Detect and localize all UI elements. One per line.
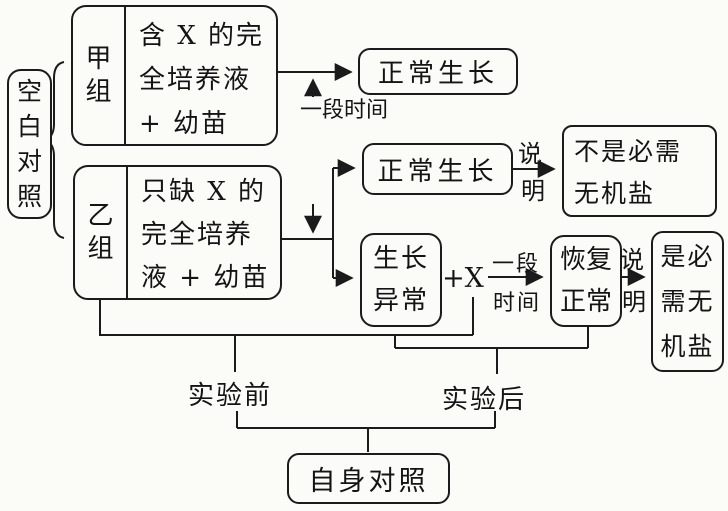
recover-normal-line: 恢复 (559, 245, 612, 275)
not-essential-line: 无机盐 (574, 179, 656, 208)
recover-normal-box: 恢复 正常 (550, 235, 622, 327)
group-a-name: 甲组 (85, 43, 112, 107)
not-essential-box: 不是必需 无机盐 (562, 125, 717, 217)
essential-line: 机盐 (660, 332, 715, 361)
period-of-time-vertical-label: 一段时间 (300, 98, 389, 123)
group-b-content-line: 完全培养 (141, 220, 254, 250)
before-experiment-label: 实验前 (188, 381, 273, 411)
group-b-box: 乙组 只缺 X 的 完全培养 液 + 幼苗 (73, 165, 282, 300)
group-a-content-line: 含 X 的完 (139, 21, 265, 51)
essential-box: 是必 需无 机盐 (651, 231, 724, 372)
after-experiment-label: 实验后 (442, 385, 527, 415)
period2-bottom-label: 时间 (492, 291, 541, 316)
abnormal-growth-line: 异常 (372, 286, 429, 316)
normal-growth-b-label: 正常生长 (377, 156, 498, 187)
group-b-content: 只缺 X 的 完全培养 液 + 幼苗 (128, 167, 280, 298)
recover-normal-line: 正常 (559, 287, 612, 317)
self-control-label: 自身对照 (308, 466, 429, 497)
group-a-content-line: 全培养液 (139, 65, 252, 95)
normal-growth-a-box: 正常生长 (358, 48, 518, 95)
period2-top-label: 一段 (491, 252, 540, 277)
group-a-content-line: + 幼苗 (139, 109, 230, 139)
explain1-top-label: 说 (518, 140, 542, 168)
explain1-bottom-label: 明 (521, 177, 545, 205)
group-b-name-cell: 乙组 (75, 167, 128, 298)
blank-control-box: 空白对照 (7, 69, 52, 219)
abnormal-growth-line: 生长 (372, 244, 429, 274)
essential-line: 是必 (660, 242, 715, 271)
normal-growth-a-label: 正常生长 (377, 59, 498, 89)
group-b-content-line: 只缺 X 的 (141, 177, 267, 207)
group-a-content: 含 X 的完 全培养液 + 幼苗 (126, 7, 276, 144)
plus-x-label: +X (442, 263, 484, 294)
group-b-name: 乙组 (87, 200, 114, 264)
group-a-name-cell: 甲组 (73, 7, 126, 144)
explain2-top-label: 说 (620, 246, 644, 274)
group-a-box: 甲组 含 X 的完 全培养液 + 幼苗 (71, 5, 278, 146)
blank-control-label: 空白对照 (16, 77, 42, 211)
normal-growth-b-box: 正常生长 (362, 143, 513, 195)
group-b-content-line: 液 + 幼苗 (141, 263, 270, 293)
not-essential-line: 不是必需 (574, 137, 683, 166)
essential-line: 需无 (660, 287, 715, 316)
abnormal-growth-box: 生长 异常 (360, 233, 442, 327)
explain2-bottom-label: 明 (622, 288, 646, 316)
self-control-box: 自身对照 (287, 453, 450, 504)
